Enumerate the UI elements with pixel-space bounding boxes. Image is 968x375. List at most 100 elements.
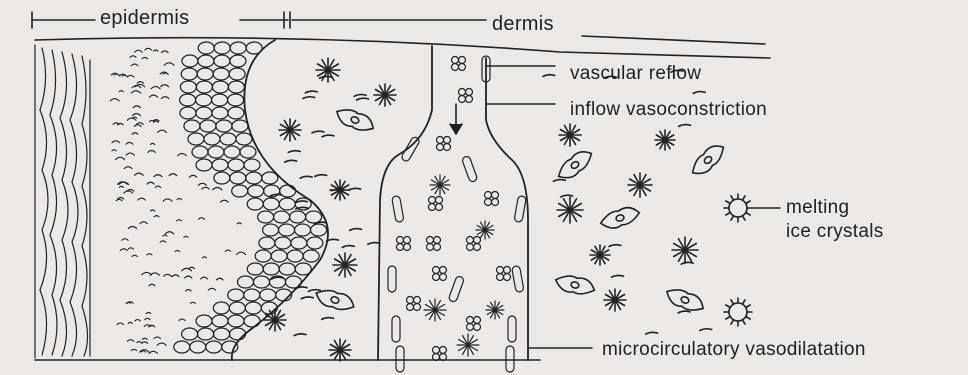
speck — [185, 276, 192, 278]
speck — [191, 302, 196, 303]
speck — [138, 198, 146, 200]
red-cell — [440, 267, 447, 274]
epidermal-cell — [245, 302, 261, 314]
collagen-fiber — [295, 287, 307, 289]
epidermal-cell — [290, 211, 306, 223]
red-cell — [434, 237, 441, 244]
fibroblast-cell — [554, 147, 596, 184]
speck — [135, 320, 140, 321]
speck — [213, 187, 222, 189]
collagen-fiber — [543, 75, 555, 77]
collagen-fiber — [295, 201, 307, 203]
red-cell — [474, 317, 481, 324]
speck — [182, 268, 192, 270]
epidermal-cell — [200, 120, 216, 132]
tissue-top-boundary — [35, 38, 770, 58]
speck — [114, 74, 119, 75]
speck — [175, 250, 180, 251]
speck — [189, 267, 195, 268]
speck — [141, 351, 146, 352]
epidermal-cell — [263, 263, 279, 275]
collagen-fiber — [357, 98, 369, 100]
epidermal-cell — [260, 289, 276, 301]
ice-crystal-icon — [457, 334, 479, 356]
speck — [155, 186, 161, 187]
collagen-fiber — [611, 275, 623, 277]
speck — [151, 210, 155, 211]
speck — [119, 91, 123, 92]
vessel-rod — [506, 346, 514, 372]
speck — [157, 343, 166, 345]
speck — [198, 183, 206, 185]
epidermal-cell — [196, 159, 212, 171]
red-cell — [397, 237, 404, 244]
red-cell — [437, 144, 444, 151]
epidermis-label: epidermis — [100, 8, 189, 28]
speck — [132, 117, 136, 118]
speck — [133, 106, 140, 108]
speck — [149, 284, 155, 286]
fibroblast-cell — [553, 272, 596, 299]
speck — [128, 226, 136, 228]
melting-label: melting — [786, 198, 849, 217]
red-cell — [459, 64, 466, 71]
epidermal-cell — [230, 328, 246, 340]
epidermal-cell — [228, 315, 244, 327]
epidermal-cell — [248, 185, 264, 197]
ice-crystal-icon — [672, 237, 698, 263]
speck — [177, 220, 182, 221]
vessel-rod — [392, 196, 404, 223]
speck — [202, 257, 206, 258]
collagen-fiber — [700, 329, 712, 331]
red-cell — [485, 192, 492, 199]
epidermal-cell — [196, 81, 212, 93]
epidermal-cell — [212, 81, 228, 93]
epidermal-cell — [279, 224, 295, 236]
speck — [134, 173, 143, 175]
speck — [126, 142, 133, 144]
red-cell — [404, 237, 411, 244]
epidermal-cell — [224, 146, 240, 158]
collagen-fiber — [322, 135, 334, 137]
speck — [178, 154, 187, 156]
speck — [208, 288, 215, 290]
red-cell — [452, 64, 459, 71]
stratum-granulosum-specks — [110, 48, 245, 353]
collagen-fiber — [681, 262, 693, 264]
speck — [198, 218, 204, 220]
epidermal-cell — [271, 250, 287, 262]
collagen-fiber — [561, 195, 573, 197]
ice-crystal-icon — [424, 299, 446, 321]
epidermal-cell — [232, 185, 248, 197]
epidermal-cell — [254, 276, 270, 288]
red-cell — [427, 237, 434, 244]
collagen-fiber — [300, 176, 312, 178]
speck — [122, 239, 128, 241]
epidermal-cell — [259, 237, 275, 249]
speck — [146, 312, 151, 313]
speck — [128, 248, 133, 249]
collagen-fiber — [315, 175, 327, 177]
epidermal-cell — [174, 341, 190, 353]
ice-crystals-label: ice crystals — [786, 222, 884, 241]
red-cell — [467, 317, 474, 324]
epidermal-cell — [212, 315, 228, 327]
speck — [134, 125, 141, 127]
epidermal-cell — [208, 146, 224, 158]
epidermal-cell — [244, 159, 260, 171]
speck — [127, 75, 134, 77]
epidermal-cell — [212, 107, 228, 119]
collagen-fiber — [553, 180, 565, 182]
speck — [169, 174, 177, 176]
collagen-fiber — [296, 207, 308, 209]
red-cell — [440, 347, 447, 354]
speck — [145, 318, 150, 319]
speck — [160, 241, 166, 242]
vascular-reflow-label: vascular reflow — [570, 64, 701, 83]
speck — [154, 121, 159, 122]
red-cell — [459, 89, 466, 96]
speck — [154, 337, 160, 339]
red-cell — [466, 96, 473, 103]
